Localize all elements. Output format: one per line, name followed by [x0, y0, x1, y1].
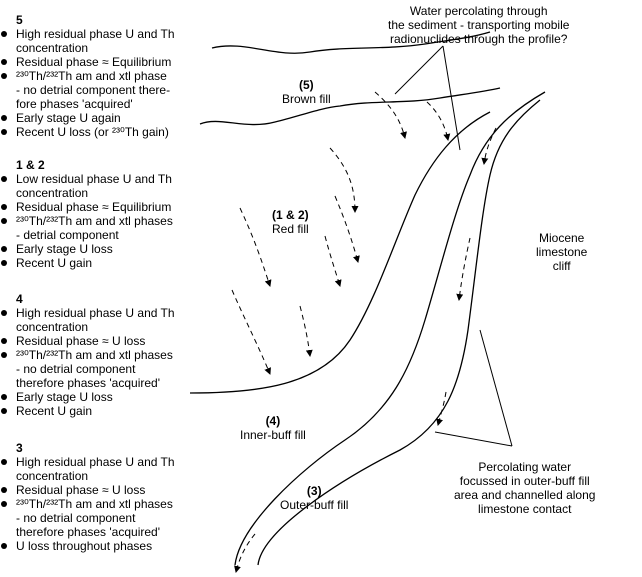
red-fill-label: (1 & 2) Red fill	[272, 208, 309, 236]
list-item: Recent U gain	[0, 256, 205, 270]
flow-arrow	[374, 91, 407, 139]
list-item: High residual phase U and Th	[0, 306, 205, 320]
section-5: 5 High residual phase U and Th concentra…	[0, 13, 205, 139]
callout-line: Water percolating through	[409, 4, 548, 18]
list-item: fore phases 'acquired'	[16, 97, 133, 111]
list-item: - no detrial component	[16, 362, 136, 376]
list-item: Recent U gain	[0, 404, 205, 418]
fill-name: Red fill	[272, 222, 309, 236]
callout-line: limestone contact	[478, 502, 572, 516]
list-item: ²³⁰Th/²³²Th am and xtl phases	[0, 348, 205, 362]
inner-buff-fill-label: (4) Inner-buff fill	[240, 414, 306, 442]
list-item: Early stage U loss	[0, 390, 205, 404]
outer-buff-fill-label: (3) Outer-buff fill	[280, 484, 348, 512]
percolating-water-callout: Percolating water focussed in outer-buff…	[454, 460, 595, 516]
callout-line: radionuclides through the profile?	[389, 32, 568, 46]
fill-name: Inner-buff fill	[240, 428, 306, 442]
limestone-cliff-contact	[257, 99, 541, 566]
section-3: 3 High residual phase U and Th concentra…	[0, 441, 205, 553]
list-item: concentration	[16, 469, 89, 483]
brown-fill-label: (5) Brown fill	[282, 78, 331, 106]
flow-arrow	[299, 305, 313, 357]
section-heading: 4	[16, 292, 23, 306]
section-1-2: 1 & 2 Low residual phase U and Th concen…	[0, 158, 205, 270]
fill-name: Outer-buff fill	[280, 498, 349, 512]
fill-number: (1 & 2)	[272, 208, 309, 222]
section-4: 4 High residual phase U and Th concentra…	[0, 292, 205, 418]
fill-name: Brown fill	[282, 92, 331, 106]
list-item: ²³⁰Th/²³²Th am and xtl phase	[0, 69, 205, 83]
list-item: - no detrial component	[16, 511, 136, 525]
flow-arrow	[426, 101, 451, 141]
cliff-line: limestone	[536, 245, 588, 259]
flow-arrow	[231, 289, 271, 375]
list-item: Residual phase ≈ U loss	[0, 483, 205, 497]
callout-line: area and channelled along	[454, 488, 596, 502]
callout-line: focussed in outer-buff fill	[459, 474, 590, 488]
brown-fill-top-surface	[211, 31, 491, 54]
cliff-line: Miocene	[539, 231, 585, 245]
list-item: - detrial component	[16, 228, 119, 242]
percolating-callout-leader-1	[479, 329, 513, 447]
list-item: Recent U loss (or ²³⁰Th gain)	[0, 125, 205, 139]
list-item: Early stage U again	[0, 111, 205, 125]
list-item: concentration	[16, 41, 89, 55]
flow-arrow	[334, 195, 360, 263]
flow-arrow	[239, 207, 272, 287]
list-item: Residual phase ≈ Equilibrium	[0, 55, 205, 69]
callout-line: Percolating water	[478, 460, 572, 474]
section-heading: 1 & 2	[16, 158, 45, 172]
flow-arrow	[456, 237, 471, 301]
section-list: High residual phase U and Th concentrati…	[0, 306, 205, 418]
section-heading: 3	[16, 441, 23, 455]
list-item: U loss throughout phases	[0, 539, 205, 553]
flow-arrow	[481, 127, 497, 165]
water-callout-leader-1	[394, 45, 444, 95]
list-item: Early stage U loss	[0, 242, 205, 256]
section-list: High residual phase U and Th concentrati…	[0, 27, 205, 139]
list-item: Residual phase ≈ Equilibrium	[0, 200, 205, 214]
flow-arrow	[329, 147, 359, 213]
brown-fill-base	[199, 87, 501, 126]
inner-outer-buff-boundary	[234, 91, 546, 566]
list-item: ²³⁰Th/²³²Th am and xtl phases	[0, 214, 205, 228]
limestone-cliff-label: Miocene limestone cliff	[536, 231, 587, 273]
water-callout-leader-2	[442, 45, 461, 151]
fill-number: (4)	[265, 414, 281, 428]
list-item: concentration	[16, 320, 89, 334]
list-item: High residual phase U and Th	[0, 27, 205, 41]
section-list: Low residual phase U and Th concentratio…	[0, 172, 205, 270]
list-item: therefore phases 'acquired'	[16, 525, 161, 539]
list-item: concentration	[16, 186, 89, 200]
list-item: - no detrial component there-	[16, 83, 171, 97]
list-item: High residual phase U and Th	[0, 455, 205, 469]
flow-arrow	[436, 391, 447, 426]
fill-number: (3)	[306, 484, 322, 498]
percolating-callout-leader-2	[434, 431, 513, 447]
list-item: Residual phase ≈ U loss	[0, 334, 205, 348]
section-list: High residual phase U and Th concentrati…	[0, 455, 205, 553]
fill-number: (5)	[299, 78, 314, 92]
callout-line: the sediment - transporting mobile	[388, 18, 570, 32]
water-percolating-callout: Water percolating through the sediment -…	[388, 4, 569, 46]
list-item: Low residual phase U and Th	[0, 172, 205, 186]
list-item: therefore phases 'acquired'	[16, 376, 161, 390]
flow-arrow	[324, 235, 342, 287]
flow-arrow	[234, 533, 256, 573]
section-heading: 5	[16, 13, 23, 27]
inner-contact-line	[189, 111, 491, 394]
list-item: ²³⁰Th/²³²Th am and xtl phases	[0, 497, 205, 511]
cliff-line: cliff	[552, 259, 571, 273]
